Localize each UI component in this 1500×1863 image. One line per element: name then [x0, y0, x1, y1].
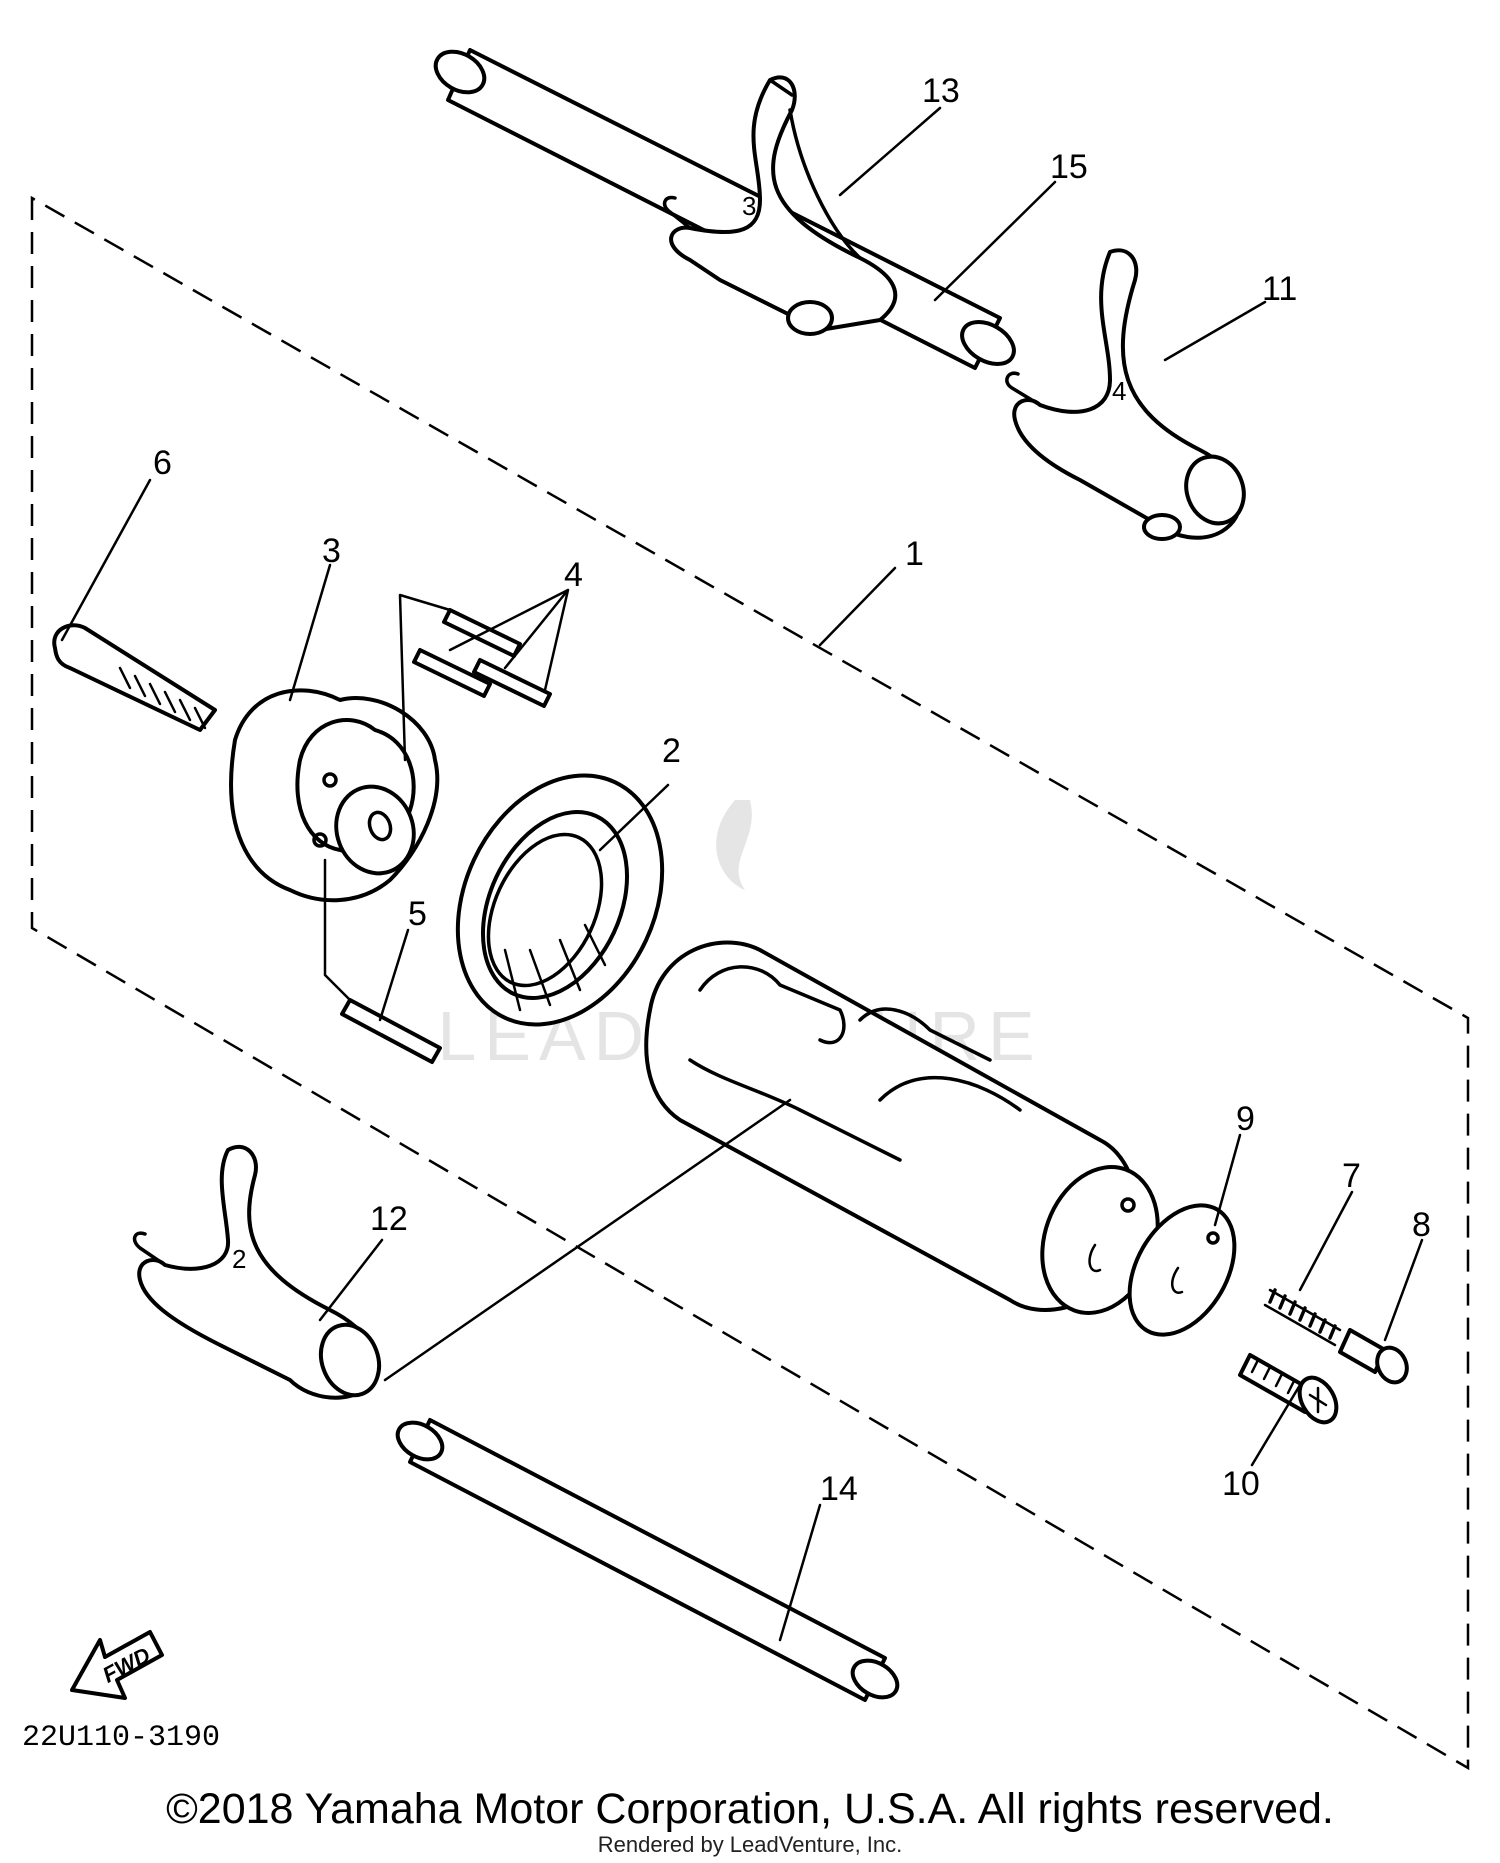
svg-text:2: 2 — [232, 1244, 246, 1274]
stopper-8 — [1338, 1328, 1409, 1385]
callout-13: 13 — [922, 72, 960, 110]
callout-5: 5 — [408, 895, 427, 933]
svg-text:3: 3 — [742, 191, 756, 221]
callout-8: 8 — [1412, 1206, 1431, 1244]
screw-10 — [1238, 1353, 1339, 1425]
callout-3: 3 — [322, 532, 341, 570]
shift-drum — [644, 940, 1160, 1315]
callout-1: 1 — [905, 535, 924, 573]
callout-4: 4 — [564, 556, 583, 594]
leader-lines — [60, 106, 1424, 1642]
callout-10: 10 — [1222, 1465, 1260, 1503]
callout-12: 12 — [370, 1200, 408, 1238]
spring-7 — [1263, 1288, 1342, 1347]
diagram-code: 22U110-3190 — [22, 1721, 220, 1755]
pin-5 — [323, 858, 442, 1064]
callout-14: 14 — [820, 1470, 858, 1508]
callout-7: 7 — [1342, 1157, 1361, 1195]
svg-text:4: 4 — [1112, 376, 1126, 406]
callout-11: 11 — [1262, 270, 1297, 308]
callout-9: 9 — [1236, 1100, 1255, 1138]
segment-3 — [229, 688, 440, 903]
shift-fork-11: 4 — [1005, 248, 1246, 541]
assembly-boundary — [30, 195, 1470, 1771]
callout-15: 15 — [1050, 148, 1088, 186]
callout-6: 6 — [153, 444, 172, 482]
shift-fork-13: 3 — [662, 75, 898, 336]
bolt-6 — [52, 623, 217, 732]
rendered-by-notice: Rendered by LeadVenture, Inc. — [597, 1832, 903, 1857]
shift-fork-rod-14 — [395, 1418, 900, 1702]
copyright-notice: ©2018 Yamaha Motor Corporation, U.S.A. A… — [166, 1785, 1334, 1833]
shift-fork-12: 2 — [132, 1144, 382, 1400]
fwd-arrow-icon: FWD — [70, 1630, 164, 1700]
callout-labels: 1 2 3 4 5 6 7 8 9 10 11 12 13 14 15 — [153, 72, 1431, 1508]
washer-9 — [1127, 1203, 1237, 1337]
callout-2: 2 — [662, 732, 681, 770]
